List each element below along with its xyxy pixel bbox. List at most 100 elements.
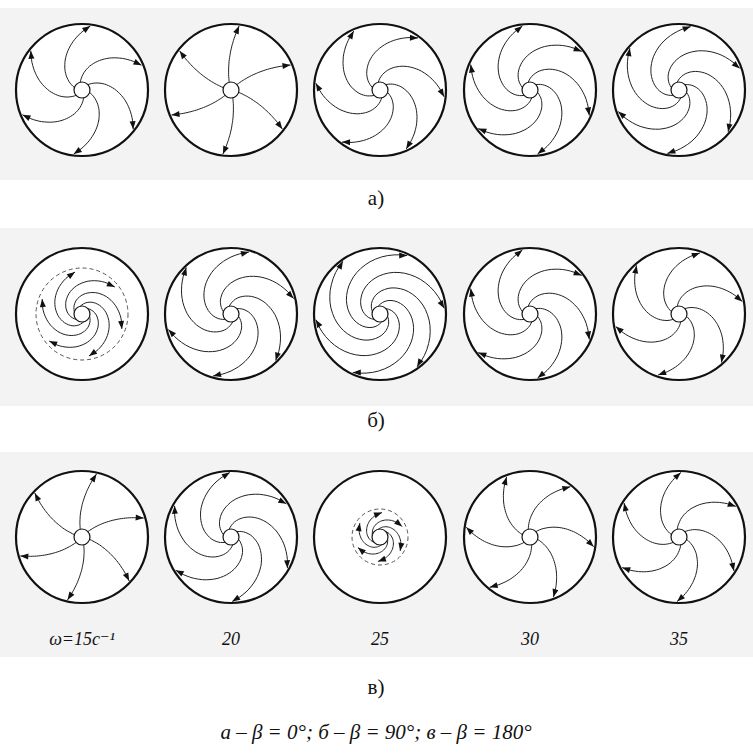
arrow-head bbox=[438, 88, 445, 96]
arrow-head bbox=[130, 121, 136, 129]
speed-label: 20 bbox=[222, 629, 240, 651]
streamline bbox=[172, 95, 226, 115]
streamline bbox=[237, 65, 291, 85]
streamline bbox=[378, 532, 393, 562]
streamline bbox=[498, 26, 524, 96]
streamline bbox=[88, 83, 133, 129]
hub-circle bbox=[74, 529, 90, 545]
arrow-head bbox=[553, 589, 559, 598]
casing-circle bbox=[16, 24, 148, 156]
speed-label: 35 bbox=[670, 629, 688, 651]
streamline bbox=[343, 31, 374, 96]
hub-circle bbox=[522, 529, 538, 545]
speed-label: ω=15с⁻¹ bbox=[49, 629, 115, 651]
arrow-head bbox=[573, 270, 582, 276]
arrow-head bbox=[223, 146, 229, 155]
arrow-head bbox=[316, 83, 323, 91]
streamline bbox=[361, 272, 445, 319]
arrow-head bbox=[677, 594, 685, 602]
streamline bbox=[664, 253, 700, 312]
streamline bbox=[346, 255, 407, 328]
streamline bbox=[538, 539, 557, 597]
arrow-head bbox=[35, 493, 41, 502]
streamline bbox=[685, 308, 723, 363]
streamline bbox=[68, 545, 85, 600]
speed-label: 25 bbox=[371, 629, 389, 651]
arrow-head bbox=[168, 329, 176, 337]
arrow-head bbox=[586, 539, 594, 547]
streamline bbox=[342, 92, 393, 142]
streamline bbox=[536, 527, 594, 547]
arrow-head bbox=[356, 523, 362, 531]
streamline bbox=[635, 265, 673, 320]
arrow-head bbox=[118, 321, 124, 329]
streamline bbox=[229, 26, 240, 82]
arrow-head bbox=[727, 123, 733, 131]
streamline bbox=[536, 84, 562, 154]
casing-circle bbox=[314, 471, 446, 603]
arrow-head bbox=[353, 369, 361, 375]
streamline bbox=[536, 308, 562, 378]
hub-circle bbox=[372, 82, 388, 98]
arrow-head bbox=[49, 341, 58, 347]
streamline bbox=[618, 92, 690, 129]
hub-circle bbox=[223, 82, 239, 98]
streamline bbox=[667, 85, 707, 154]
hub-circle bbox=[671, 306, 687, 322]
streamline bbox=[466, 527, 524, 547]
arrow-head bbox=[374, 513, 383, 519]
arrow-head bbox=[133, 59, 142, 65]
arrow-head bbox=[502, 477, 508, 486]
arrow-head bbox=[490, 582, 499, 588]
arrow-head bbox=[618, 112, 626, 120]
streamline bbox=[353, 301, 414, 374]
streamline bbox=[627, 48, 681, 108]
streamline bbox=[518, 269, 582, 311]
figure-caption: а – β = 0°; б – β = 90°; в – β = 180° bbox=[220, 720, 531, 745]
streamline bbox=[330, 261, 389, 340]
streamline bbox=[88, 518, 144, 532]
arrow-head bbox=[67, 272, 75, 279]
streamline bbox=[651, 27, 691, 96]
arrow-head bbox=[622, 567, 631, 573]
streamline bbox=[182, 268, 233, 332]
arrow-head bbox=[399, 253, 407, 259]
hub-circle bbox=[74, 306, 90, 322]
arrow-head bbox=[682, 26, 691, 32]
streamline bbox=[80, 302, 109, 356]
arrow-head bbox=[538, 371, 546, 378]
dashed-boundary bbox=[36, 268, 128, 360]
streamline bbox=[55, 272, 84, 326]
streamline bbox=[49, 309, 98, 348]
casing-circle bbox=[314, 248, 446, 380]
arrow-head bbox=[469, 65, 475, 73]
arrow-head bbox=[172, 111, 180, 117]
streamline bbox=[367, 38, 418, 88]
arrow-head bbox=[278, 497, 287, 503]
streamline bbox=[23, 98, 84, 122]
hub-circle bbox=[372, 306, 388, 322]
arrow-head bbox=[616, 327, 624, 334]
streamline bbox=[528, 293, 589, 339]
speed-label: 30 bbox=[521, 629, 539, 651]
arrow-head bbox=[720, 354, 726, 362]
arrow-head bbox=[89, 349, 97, 356]
streamline bbox=[528, 69, 589, 115]
arrow-head bbox=[623, 503, 629, 512]
arrow-head bbox=[181, 268, 187, 277]
streamline bbox=[229, 517, 287, 568]
arrow-head bbox=[347, 31, 354, 39]
casing-circle bbox=[613, 471, 745, 603]
casing-circle bbox=[464, 471, 596, 603]
streamline bbox=[498, 250, 524, 320]
arrow-head bbox=[727, 501, 736, 507]
arrow-head bbox=[406, 141, 413, 149]
streamline bbox=[622, 545, 681, 572]
streamline bbox=[66, 281, 115, 320]
arrow-head bbox=[222, 473, 230, 480]
arrow-head bbox=[562, 486, 571, 492]
streamline bbox=[359, 523, 382, 547]
arrow-head bbox=[123, 573, 129, 582]
streamline bbox=[35, 493, 75, 535]
